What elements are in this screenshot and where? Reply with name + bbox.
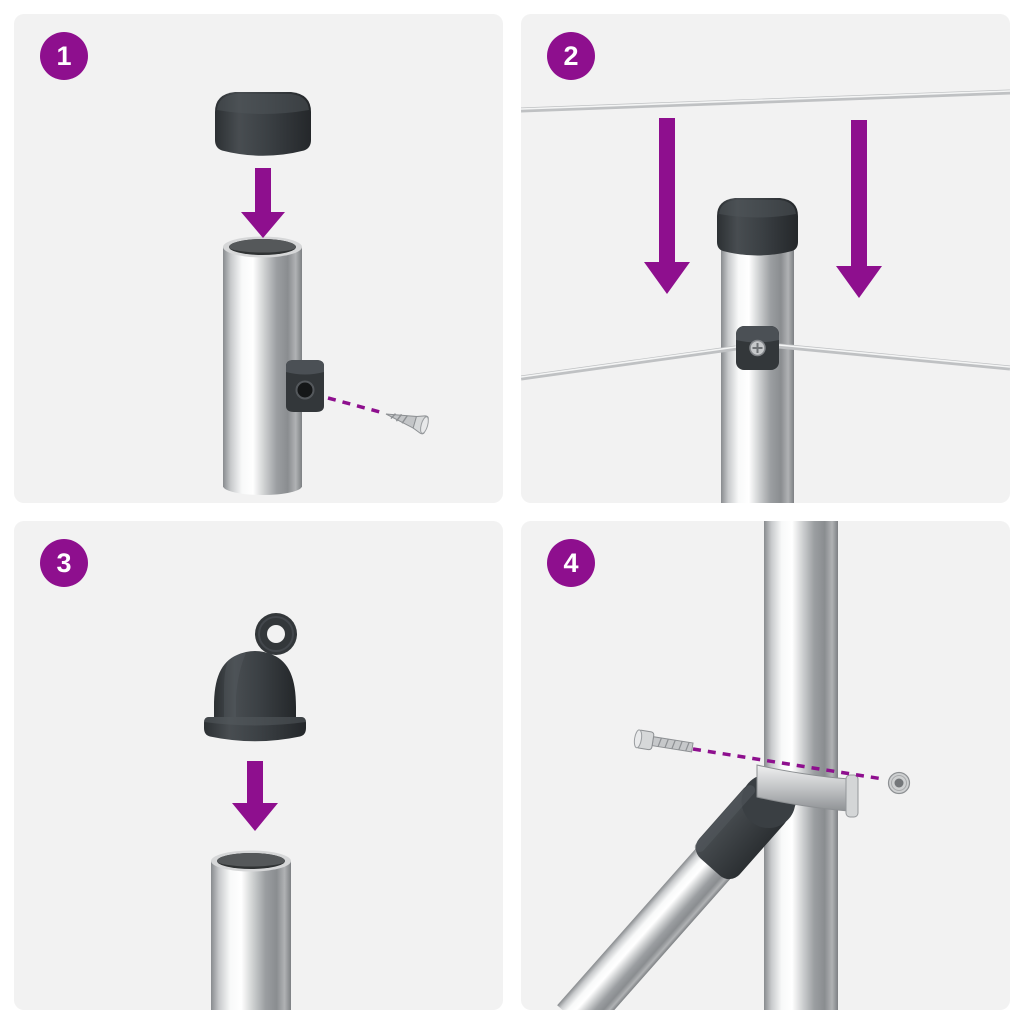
down-arrow-icon — [232, 761, 278, 831]
screw — [385, 413, 429, 435]
alignment-dashes — [692, 747, 884, 781]
bolt — [633, 729, 694, 753]
screw-bracket — [286, 360, 324, 412]
illustration-eyelet-cap-onto-post — [204, 613, 306, 1010]
step-panel-1: 1 — [14, 14, 503, 503]
illustration-cap-and-screw-bracket-on-post — [215, 92, 429, 495]
eyelet-ring — [255, 613, 297, 655]
step-3-number: 3 — [56, 547, 72, 578]
step-2-badge: 2 — [547, 32, 595, 80]
step-2-number: 2 — [563, 40, 579, 71]
tension-wire-lower — [521, 343, 1010, 381]
pipe-clamp-strap — [756, 764, 859, 818]
step-panel-3: 3 — [14, 521, 503, 1010]
post-cap — [215, 92, 311, 156]
illustration-brace-clamp-bolt-nut — [557, 521, 911, 1010]
down-arrow-left-icon — [644, 118, 690, 294]
down-arrow-icon — [241, 168, 285, 238]
down-arrow-right-icon — [836, 120, 882, 298]
illustration-tension-wires-onto-post-clamp — [521, 89, 1010, 503]
wire-clamp — [736, 326, 779, 370]
step-panel-2: 2 — [521, 14, 1010, 503]
step-3-badge: 3 — [40, 539, 88, 587]
step-panel-4: 4 — [521, 521, 1010, 1010]
post-cap — [717, 198, 798, 256]
step-4-number: 4 — [563, 547, 579, 578]
tension-wire-top — [521, 89, 1010, 113]
eyelet-cap — [204, 651, 306, 742]
nut — [887, 771, 911, 795]
post — [211, 850, 291, 1010]
alignment-dashes — [327, 396, 381, 414]
step-4-badge: 4 — [547, 539, 595, 587]
step-1-badge: 1 — [40, 32, 88, 80]
step-1-number: 1 — [56, 40, 72, 71]
post — [721, 246, 794, 503]
